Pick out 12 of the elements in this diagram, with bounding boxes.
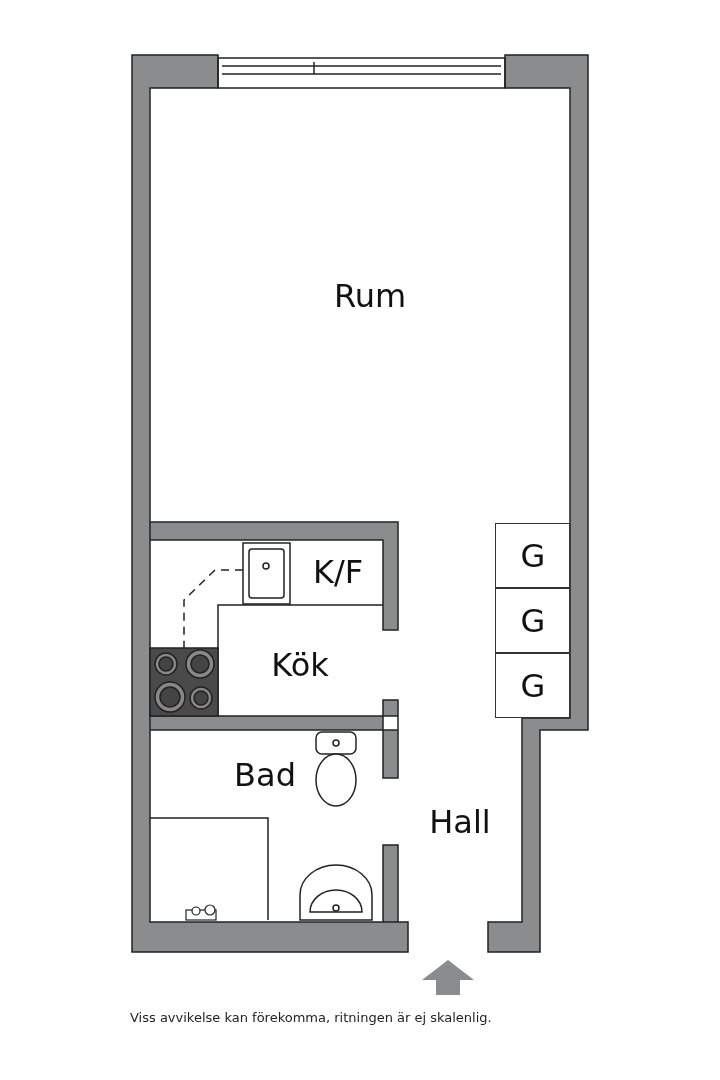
room-label: Hall [429, 803, 491, 841]
appliance-label: K/F [312, 553, 364, 591]
room-label: Bad [234, 756, 296, 794]
cabinet [495, 523, 570, 588]
cabinet-label: G [520, 667, 546, 705]
cabinet [495, 653, 570, 718]
cabinet-label: G [520, 602, 546, 640]
cabinet-label: G [520, 537, 546, 575]
room-label: Kök [271, 646, 329, 684]
cabinet [495, 588, 570, 653]
room-label: Rum [333, 277, 407, 315]
caption: Viss avvikelse kan förekomma, ritningen är ej skalenlig. [130, 1010, 492, 1025]
